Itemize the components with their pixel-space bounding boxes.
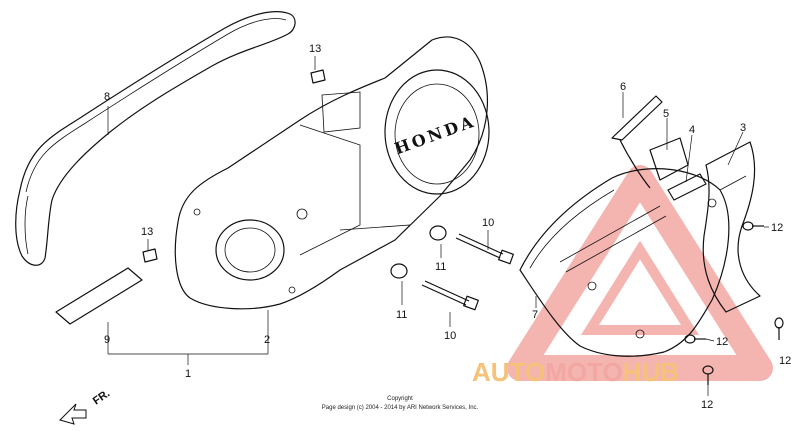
screw-12-c [774, 317, 784, 340]
grommet-11-upper [429, 225, 447, 241]
callout-12-a: 12 [771, 222, 783, 234]
callout-1: 1 [185, 368, 191, 380]
leader-lines [107, 56, 769, 396]
watermark-part-1: AUTO [472, 357, 545, 387]
cover-part-3 [702, 141, 761, 313]
callout-7: 7 [532, 309, 538, 321]
callout-10-lower: 10 [444, 330, 456, 342]
damper-part-5 [649, 137, 689, 181]
watermark-part-3: HUB [623, 357, 679, 387]
copyright-line-1: Copyright [387, 396, 413, 402]
dowel-pin-13-lower [142, 248, 158, 263]
grommet-11-lower [390, 263, 408, 279]
dowel-pin-13-upper [310, 69, 326, 84]
callout-11-upper: 11 [435, 261, 446, 273]
callout-12-b: 12 [716, 336, 728, 348]
callout-12-d: 12 [701, 399, 713, 411]
front-direction-arrow: FR. [59, 387, 112, 425]
screw-12-d [702, 365, 714, 385]
clip-part-6 [611, 95, 663, 189]
callout-3: 3 [740, 122, 746, 134]
copyright-notice: Copyright Page design (c) 2004 - 2014 by… [322, 396, 479, 411]
cover-logo-text: HONDA [392, 111, 478, 158]
callout-13-upper: 13 [309, 43, 321, 55]
svg-text:AUTOMOTOHUB: AUTOMOTOHUB [472, 357, 679, 387]
copyright-line-2: Page design (c) 2004 - 2014 by ARI Netwo… [322, 405, 479, 411]
watermark-text: AUTOMOTOHUB [472, 357, 679, 387]
bolt-10-upper [455, 233, 514, 265]
watermark-part-2: MOTO [545, 357, 623, 387]
seal-part-4 [667, 173, 707, 201]
callout-10-upper: 10 [482, 217, 494, 229]
callout-8: 8 [104, 91, 110, 103]
plate-part-9 [55, 267, 143, 325]
callout-2: 2 [264, 334, 270, 346]
cover-part-7 [519, 168, 730, 357]
callout-5: 5 [663, 108, 669, 120]
callout-13-lower: 13 [141, 226, 153, 238]
callout-labels: 1 2 3 4 5 6 7 8 9 10 10 11 11 12 12 12 1… [104, 43, 791, 411]
callout-12-c: 12 [779, 355, 791, 367]
callout-6: 6 [620, 81, 626, 93]
screw-12-b [684, 334, 706, 344]
gasket-part-8 [15, 11, 296, 266]
bolt-10-lower [421, 280, 479, 311]
screw-12-a [742, 221, 764, 231]
front-arrow-label: FR. [91, 387, 112, 407]
callout-9: 9 [104, 334, 110, 346]
callout-11-lower: 11 [396, 309, 407, 321]
callout-4: 4 [689, 124, 695, 136]
